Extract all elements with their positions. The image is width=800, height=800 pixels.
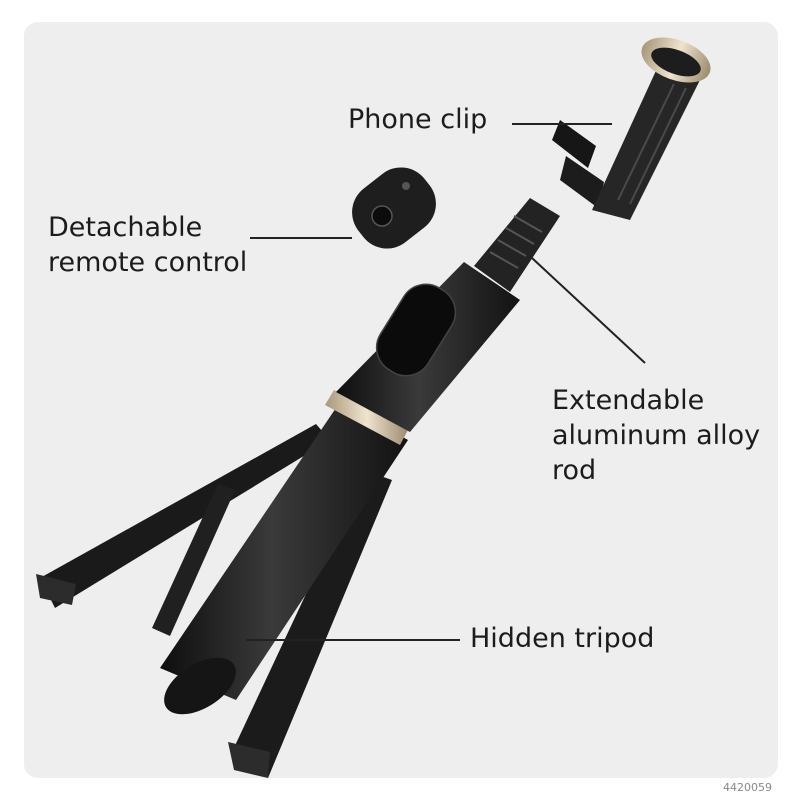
label-rod-line1: Extendable: [552, 385, 705, 416]
label-phone-clip: Phone clip: [348, 104, 488, 135]
clip-ridges: [617, 83, 687, 205]
remote-body: [352, 167, 436, 249]
handle-lower: [160, 402, 408, 700]
handle: [160, 262, 520, 715]
rod-segment: [474, 198, 560, 292]
remote-control: [352, 167, 436, 249]
label-rod-line3: rod: [552, 455, 597, 486]
extendable-rod: [474, 198, 560, 292]
clip-knob: [552, 120, 596, 168]
phone-clip: [552, 37, 711, 220]
tripod-strut: [152, 484, 235, 636]
label-hidden-tripod: Hidden tripod: [470, 623, 655, 654]
accent-ring: [325, 390, 408, 445]
handle-end-cap: [164, 657, 236, 715]
clip-top-inner: [651, 47, 701, 77]
tripod-foot-left: [36, 574, 76, 605]
label-rod-line2: aluminum alloy: [552, 420, 761, 451]
tripod-leg-right: [232, 470, 392, 778]
remote-shutter-button-icon: [371, 205, 393, 227]
watermark-id: 4420059: [723, 781, 772, 794]
handle-grip-button: [375, 283, 457, 377]
remote-led-icon: [402, 182, 410, 190]
label-remote-line1: Detachable: [48, 212, 203, 243]
rod-threads: [489, 215, 543, 269]
label-remote-line2: remote control: [48, 247, 248, 278]
clip-joint: [560, 156, 604, 208]
leader-rod: [531, 257, 646, 364]
tripod-foot-right: [228, 742, 270, 778]
tripod-leg-left: [40, 424, 330, 608]
tripod-legs: [36, 424, 392, 778]
